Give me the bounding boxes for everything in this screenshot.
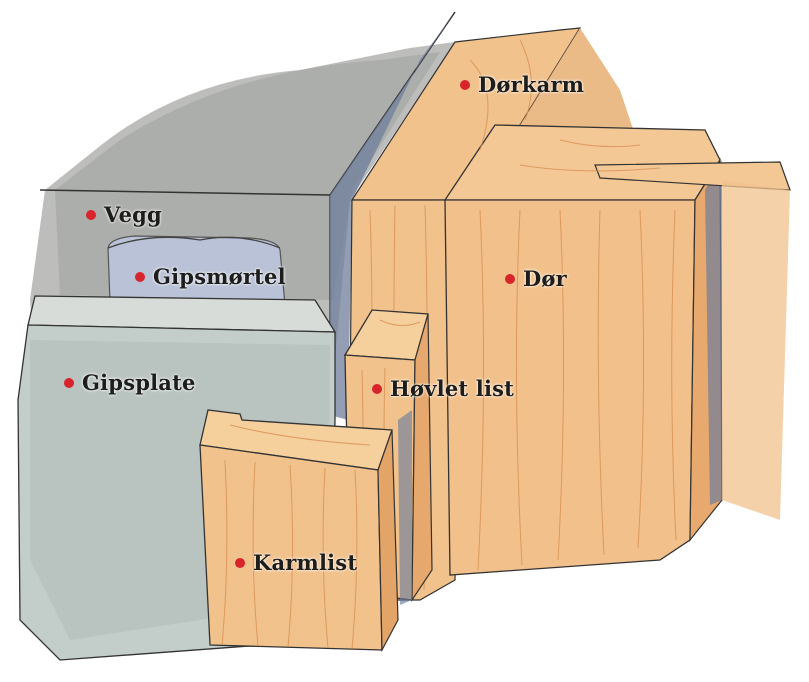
callout-label-hovlet-list: Høvlet list <box>390 376 515 401</box>
callout-dot <box>505 273 515 284</box>
door-face <box>444 199 696 576</box>
callout-vegg: Vegg <box>86 202 162 227</box>
callout-dot <box>64 377 74 388</box>
callout-dot <box>372 383 382 394</box>
callout-label-karmlist: Karmlist <box>253 550 358 575</box>
callout-dot <box>135 271 145 282</box>
callout-dor: Dør <box>505 266 567 291</box>
callout-dot <box>460 79 470 90</box>
door-shadow-strip <box>705 160 722 505</box>
gypsum-mortar-blob <box>107 235 286 306</box>
planed-strip-shadow <box>398 410 412 605</box>
architrave-grain <box>221 424 371 650</box>
callout-hovlet-list: Høvlet list <box>372 376 514 401</box>
right-wood-background <box>722 180 790 520</box>
wall-shadow-strip <box>330 12 455 420</box>
callout-label-vegg: Vegg <box>104 202 162 227</box>
callout-label-gipsmortel: Gipsmørtel <box>153 264 286 289</box>
architrave-side <box>377 429 399 653</box>
callout-dot <box>235 557 245 568</box>
callout-dorkarm: Dørkarm <box>460 72 584 97</box>
callout-label-dorkarm: Dørkarm <box>478 72 585 97</box>
gypsum-mortar-top <box>107 236 281 249</box>
callout-gipsmortel: Gipsmørtel <box>135 264 286 289</box>
callout-gipsplate: Gipsplate <box>64 370 196 395</box>
callout-label-gipsplate: Gipsplate <box>82 370 196 395</box>
callout-label-dor: Dør <box>523 266 567 291</box>
door-frame-side <box>520 28 640 150</box>
callout-dot <box>86 209 96 220</box>
planed-strip-side <box>411 313 433 603</box>
callout-karmlist: Karmlist <box>235 550 357 575</box>
